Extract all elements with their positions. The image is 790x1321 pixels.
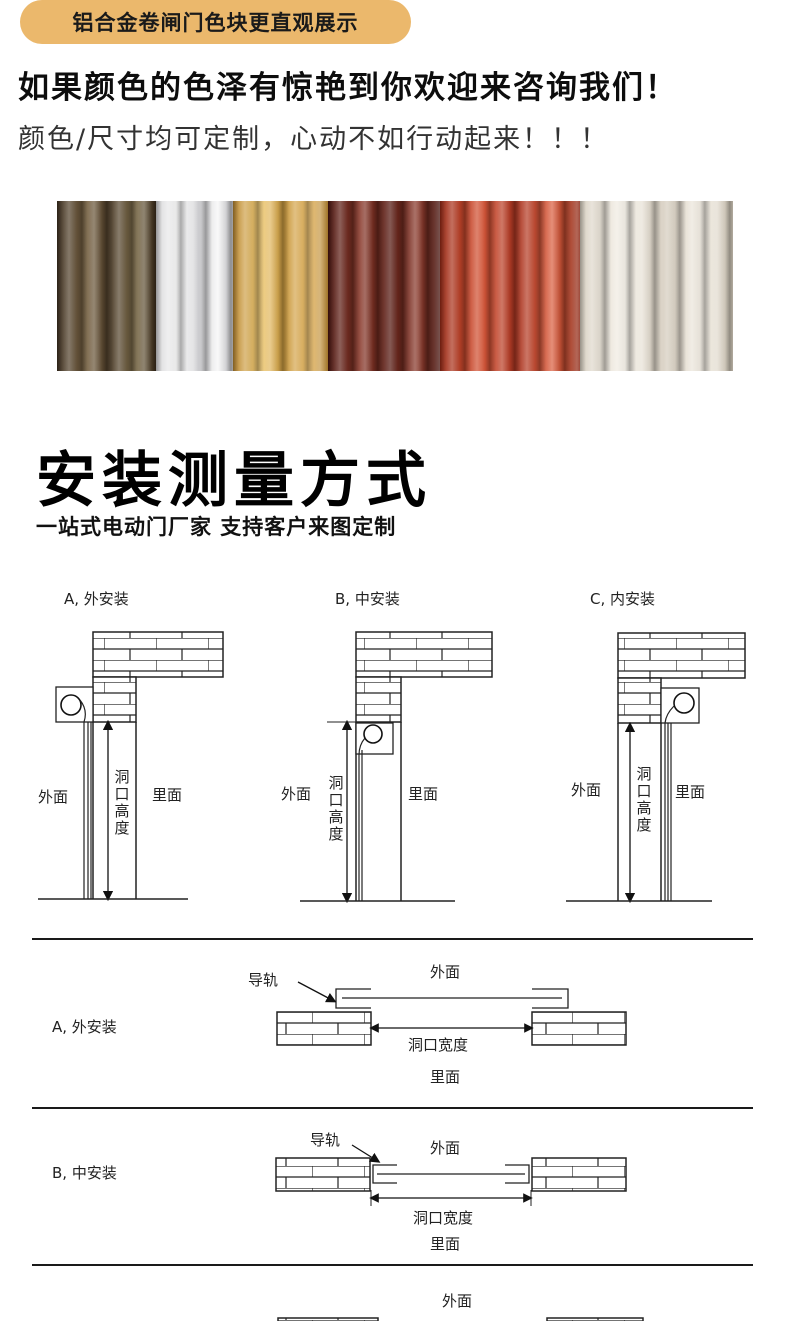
section-badge: 铝合金卷闸门色块更直观展示 (20, 0, 411, 44)
top-view-a-outside-label: 外面 (430, 963, 461, 981)
top-view-b-outside-label: 外面 (430, 1139, 461, 1157)
top-view-b-width-label: 洞口宽度 (413, 1209, 474, 1227)
top-view-b-title: B, 中安装 (52, 1164, 117, 1182)
top-view-a-inside-label: 里面 (430, 1068, 461, 1086)
side-view-c-outside-label: 外面 (571, 781, 602, 799)
divider (32, 938, 753, 940)
side-view-c-inside-label: 里面 (675, 783, 706, 801)
section-title: 安装测量方式 (36, 446, 432, 516)
swatch-gold (233, 201, 328, 371)
side-view-b-title: B, 中安装 (335, 590, 400, 608)
side-view-a-outside-label: 外面 (38, 788, 69, 806)
top-view-a-width-label: 洞口宽度 (408, 1036, 469, 1054)
side-view-a-inside-label: 里面 (152, 786, 183, 804)
swatch-silver-white (156, 201, 233, 371)
side-view-a-height-label: 洞口高度 (114, 768, 130, 837)
swatch-red-wood (440, 201, 580, 371)
swatch-champagne-white (580, 201, 733, 371)
side-view-a-title: A, 外安装 (64, 590, 129, 608)
swatch-mahogany (328, 201, 440, 371)
side-view-b-height-label: 洞口高度 (328, 774, 344, 843)
divider (32, 1107, 753, 1109)
top-view-a-title: A, 外安装 (52, 1018, 117, 1036)
top-view-a-rail-label: 导轨 (248, 971, 279, 989)
top-view-b-inside-label: 里面 (430, 1235, 461, 1253)
badge-label: 铝合金卷闸门色块更直观展示 (72, 11, 359, 35)
section-subtitle: 一站式电动门厂家 支持客户来图定制 (36, 515, 397, 539)
color-swatch-strip (57, 201, 733, 371)
subline: 颜色/尺寸均可定制，心动不如行动起来！！！ (18, 124, 610, 155)
headline: 如果颜色的色泽有惊艳到你欢迎来咨询我们！ (18, 70, 678, 106)
divider (32, 1264, 753, 1266)
side-view-c-title: C, 内安装 (590, 590, 656, 608)
side-view-c-height-label: 洞口高度 (636, 765, 652, 834)
side-view-b-inside-label: 里面 (408, 785, 439, 803)
top-view-c-outside-label: 外面 (442, 1292, 473, 1310)
top-view-b-rail-label: 导轨 (310, 1131, 341, 1149)
swatch-dark-wood (57, 201, 156, 371)
side-view-b-outside-label: 外面 (281, 785, 312, 803)
